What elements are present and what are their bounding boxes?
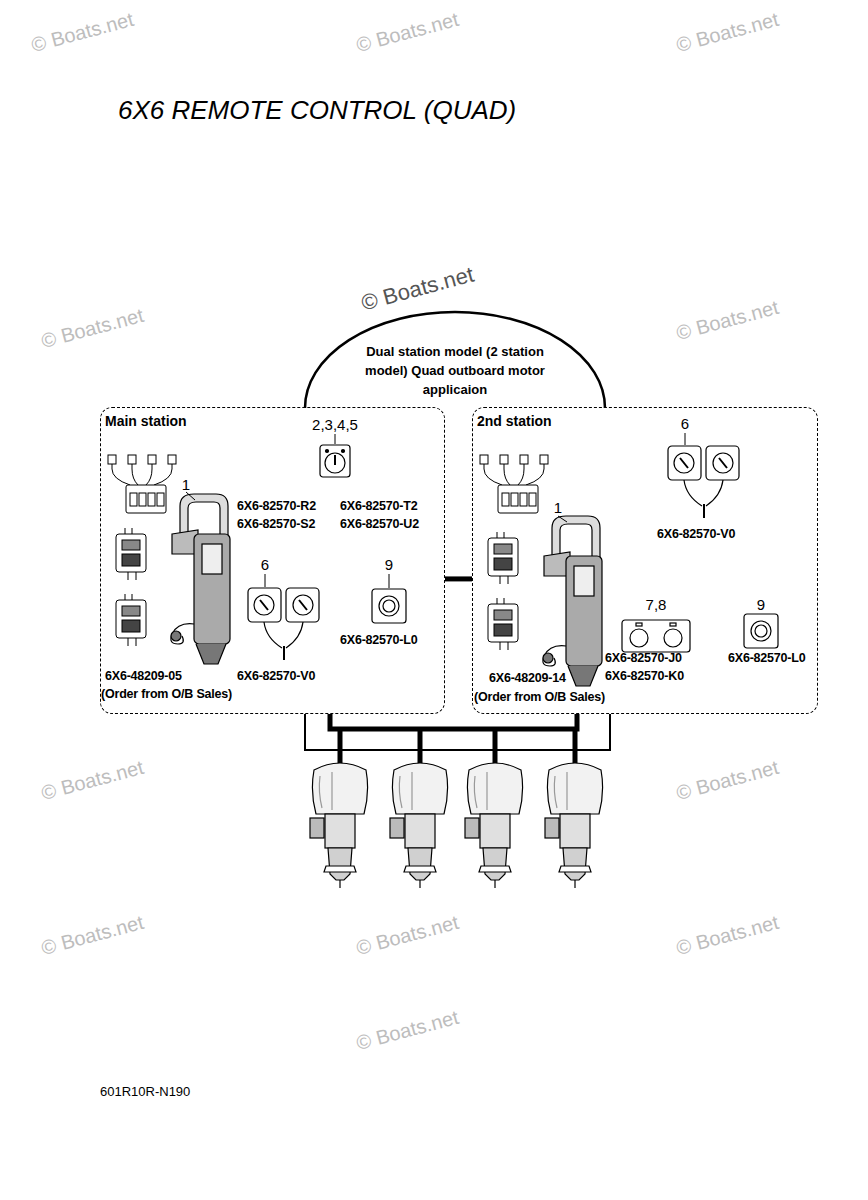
switch-box: [488, 532, 518, 584]
switch-box: [488, 598, 518, 650]
part-number: 6X6-82570-T2: [340, 500, 418, 513]
key-switch-pair: [248, 588, 319, 660]
watermark: © Boats.net: [29, 9, 135, 55]
selector-knob: [320, 445, 350, 477]
watermark: © Boats.net: [39, 912, 145, 958]
watermark: © Boats.net: [39, 757, 145, 803]
watermark: © Boats.net: [674, 297, 780, 343]
callout-number: 2,3,4,5: [312, 417, 358, 432]
callout-number: 6: [261, 557, 269, 572]
remote-control-lever: [543, 516, 602, 686]
watermark: © Boats.net: [39, 305, 145, 351]
outboard-motor: [310, 763, 368, 888]
diagram-title: 6X6 REMOTE CONTROL (QUAD): [118, 95, 516, 126]
keypad-harness: [108, 455, 176, 513]
outboard-motor: [465, 763, 523, 888]
station-link: [445, 576, 472, 581]
watermark: © Boats.net: [359, 263, 476, 314]
callout-number: 9: [385, 557, 393, 572]
callout-number: 1: [554, 500, 562, 515]
watermark: © Boats.net: [674, 757, 780, 803]
watermark: © Boats.net: [674, 912, 780, 958]
watermark: © Boats.net: [354, 1007, 460, 1053]
motor-wiring: [305, 714, 610, 764]
part-number: (Order from O/B Sales): [101, 688, 232, 701]
outboard-motor: [545, 763, 603, 888]
callout-number: 7,8: [646, 597, 667, 612]
push-button: [372, 589, 406, 623]
station-box: 2nd station: [472, 407, 818, 714]
part-number: 6X6-82570-L0: [728, 652, 806, 665]
keypad-harness: [480, 455, 548, 513]
station-heading: Main station: [101, 408, 187, 429]
arch-band: Dual station model (2 station model) Qua…: [300, 312, 610, 408]
push-button: [744, 614, 778, 648]
band-caption: Dual station model (2 station model) Qua…: [350, 342, 560, 399]
outboard-motor: [390, 763, 448, 888]
leader-lines: [186, 433, 763, 613]
double-button-plate: [622, 620, 690, 652]
part-number: 6X6-82570-J0: [605, 652, 682, 665]
switch-box: [116, 594, 146, 646]
part-number: 6X6-82570-L0: [340, 634, 418, 647]
key-switch-pair: [668, 446, 739, 518]
part-number: 6X6-82570-R2: [237, 500, 316, 513]
station-box: Main station: [100, 407, 445, 714]
callout-number: 6: [681, 416, 689, 431]
part-number: 6X6-48209-05: [105, 670, 182, 683]
part-number: 6X6-48209-14: [489, 672, 566, 685]
part-number: 6X6-82570-V0: [237, 670, 315, 683]
part-number: 6X6-82570-K0: [605, 670, 684, 683]
part-number: 6X6-82570-U2: [340, 518, 419, 531]
switch-box: [116, 528, 146, 580]
watermark: © Boats.net: [674, 9, 780, 55]
part-number: 6X6-82570-V0: [657, 528, 735, 541]
watermark: © Boats.net: [354, 912, 460, 958]
arch-line: [305, 312, 605, 408]
callout-number: 1: [182, 477, 190, 492]
callout-number: 9: [757, 597, 765, 612]
watermark: © Boats.net: [354, 9, 460, 55]
part-number: 6X6-82570-S2: [237, 518, 315, 531]
remote-control-lever: [171, 494, 230, 664]
drawing-code: 601R10R-N190: [100, 1085, 190, 1098]
part-number: (Order from O/B Sales): [474, 691, 605, 704]
station-heading: 2nd station: [473, 408, 552, 429]
